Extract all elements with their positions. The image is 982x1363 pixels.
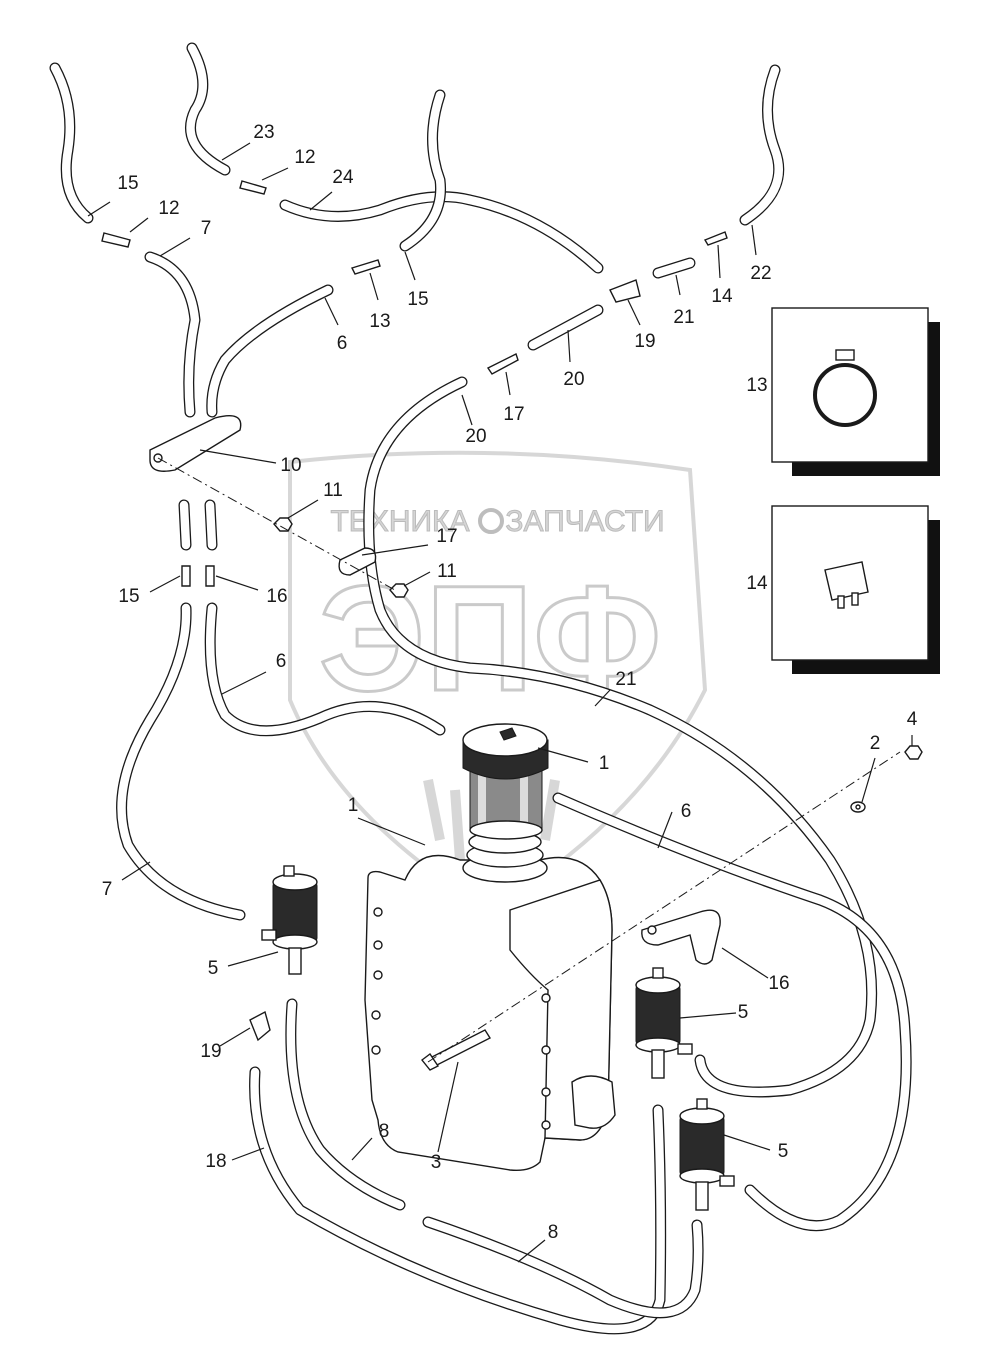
callout-5: 5 [778, 1141, 789, 1162]
callout-6: 6 [276, 651, 287, 672]
callout-3: 3 [431, 1152, 442, 1173]
callout-10: 11 [437, 561, 457, 582]
callout-4: 4 [907, 709, 918, 730]
callout-23: 23 [253, 122, 274, 143]
part-box-14 [771, 505, 940, 674]
clamp-9 [149, 415, 242, 472]
callout-6: 6 [681, 801, 692, 822]
part-box-13 [771, 307, 940, 476]
washer-pump-right [679, 1098, 735, 1211]
washer-pump-center [635, 967, 693, 1079]
callout-12: 15 [407, 289, 428, 310]
callout-2: 2 [870, 733, 881, 754]
clamp-16 [641, 909, 721, 965]
callout-15: 17 [503, 404, 524, 425]
callout-22: 22 [750, 263, 771, 284]
callout-labels: 15 12 7 23 12 24 13 15 6 17 20 19 21 14 … [102, 122, 918, 1243]
callout-14: 14 [746, 573, 768, 594]
callout-15: 15 [118, 586, 139, 607]
callout-5: 5 [208, 958, 219, 979]
washer-pump-left [261, 865, 318, 975]
mounting-holes [371, 907, 551, 1130]
callout-8: 8 [548, 1222, 559, 1243]
nuts [273, 517, 923, 813]
watermark: ТЕХНИКА ЗАПЧАСТИ ЭПФ [288, 450, 708, 913]
callout-15: 16 [266, 586, 287, 607]
callout-17: 17 [436, 526, 457, 547]
callout-16: 16 [768, 973, 789, 994]
callout-20: 21 [615, 669, 636, 690]
bolt-3 [421, 1029, 491, 1071]
callout-11: 13 [369, 311, 390, 332]
callout-18: 18 [205, 1151, 226, 1172]
reservoir-cap [462, 723, 549, 840]
leaders [87, 142, 913, 1263]
callout-1: 1 [599, 753, 610, 774]
callout-1: 1 [348, 795, 359, 816]
wheat-emblem [423, 779, 560, 861]
callout-11: 12 [294, 147, 315, 168]
hoses [49, 42, 912, 1335]
callout-20: 20 [465, 426, 486, 447]
callout-21: 21 [673, 307, 694, 328]
callout-11: 14 [711, 286, 733, 307]
callout-13: 13 [746, 375, 767, 396]
callout-7: 7 [201, 218, 212, 239]
callout-9: 10 [280, 455, 301, 476]
side-bracket [571, 1075, 616, 1129]
callout-24: 24 [332, 167, 354, 188]
watermark-text-left: ТЕХНИКА [330, 505, 469, 538]
callout-19: 19 [634, 331, 655, 352]
callout-11: 12 [158, 198, 179, 219]
callout-10: 11 [323, 480, 343, 501]
callout-12: 15 [117, 173, 138, 194]
callout-7: 7 [102, 879, 113, 900]
gear-icon [478, 508, 504, 534]
callout-6: 6 [337, 333, 348, 354]
watermark-shield [288, 450, 708, 913]
washer-reservoir [364, 830, 616, 1172]
callout-8: 8 [379, 1121, 390, 1142]
callout-5: 5 [738, 1002, 749, 1023]
callout-20: 20 [563, 369, 584, 390]
connectors [101, 180, 728, 1042]
centerlines [157, 457, 901, 1063]
watermark-text-right: ЗАПЧАСТИ [505, 505, 664, 538]
callout-19: 19 [200, 1041, 221, 1062]
